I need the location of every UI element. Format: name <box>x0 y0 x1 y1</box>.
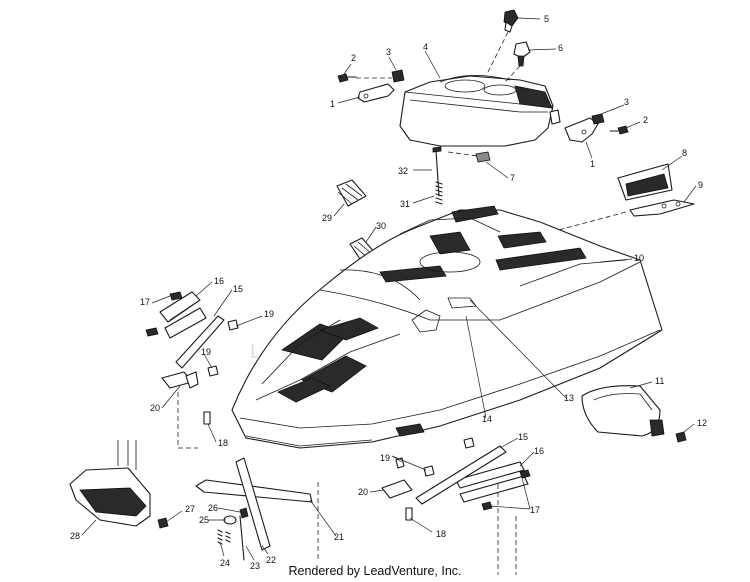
callout-label: 22 <box>266 555 276 565</box>
callout-label: 13 <box>564 393 574 403</box>
callout-label: 16 <box>534 446 544 456</box>
callout-label: 19 <box>201 347 211 357</box>
hood-body <box>231 205 663 449</box>
callout-label: 24 <box>220 558 230 568</box>
callout-label: 27 <box>185 504 195 514</box>
leader-lines <box>81 17 697 561</box>
callout-label: 23 <box>250 561 260 571</box>
bumper-28 <box>69 440 151 527</box>
callout-label: 19 <box>264 309 274 319</box>
callout-label: 19 <box>380 453 390 463</box>
callout-label: 21 <box>334 532 344 542</box>
callout-label: 32 <box>398 166 408 176</box>
strap-15-right <box>415 445 507 505</box>
callout-label: 4 <box>423 42 428 52</box>
callout-label: 15 <box>518 432 528 442</box>
callout-label: 16 <box>214 276 224 286</box>
callout-label: 25 <box>199 515 209 525</box>
spring-parts-24-26 <box>217 507 249 561</box>
callout-label: 5 <box>544 14 549 24</box>
callout-label: 2 <box>351 53 356 63</box>
callout-label: 1 <box>330 99 335 109</box>
bulb-icon <box>503 9 519 33</box>
bulb-socket-icon <box>513 41 531 67</box>
callout-label: 14 <box>482 414 492 424</box>
callout-label: 17 <box>530 505 540 515</box>
hinge-20-left <box>161 371 199 389</box>
clip-7 <box>475 151 491 163</box>
nut-19-left-b <box>207 365 219 377</box>
rail-plate-16-left <box>159 291 207 339</box>
callout-label: 15 <box>233 284 243 294</box>
hinge-20-right <box>381 479 413 499</box>
callout-label: 26 <box>208 503 218 513</box>
nut-19-right-b <box>423 465 435 477</box>
bolt-18-left <box>203 411 211 425</box>
pad-29 <box>336 179 367 207</box>
callout-label: 29 <box>322 213 332 223</box>
callout-label: 6 <box>558 43 563 53</box>
bracket-9 <box>629 199 695 217</box>
callout-label: 3 <box>386 47 391 57</box>
callout-labels: 1 2 3 4 5 6 3 2 1 32 7 8 9 31 29 30 10 1… <box>70 14 707 571</box>
washer-19-right <box>395 457 405 469</box>
bolt-17-right-a <box>519 469 531 479</box>
bolt-17-left-a <box>169 291 183 301</box>
callout-label: 2 <box>643 115 648 125</box>
headlight-bracket-left <box>337 69 405 103</box>
bolt-17-right-b <box>481 501 493 511</box>
callout-label: 18 <box>218 438 228 448</box>
bolt-32 <box>432 146 442 197</box>
callout-label: 30 <box>376 221 386 231</box>
footer-credit: Rendered by LeadVenture, Inc. <box>288 564 462 578</box>
spring-31 <box>435 181 443 205</box>
headlight-bracket-right <box>549 109 629 143</box>
mirror-8 <box>617 163 673 201</box>
headlight-housing <box>399 75 554 147</box>
bolt-17-left-b <box>145 327 159 337</box>
pad-11 <box>581 385 665 437</box>
callout-label: 8 <box>682 148 687 158</box>
callout-label: 28 <box>70 531 80 541</box>
strap-15-left <box>175 315 225 369</box>
callout-label: 1 <box>590 159 595 169</box>
screw-12 <box>675 431 687 443</box>
callout-label: 17 <box>140 297 150 307</box>
callout-label: 10 <box>634 253 644 263</box>
callout-label: 20 <box>150 403 160 413</box>
nut-19-left-a <box>227 319 239 331</box>
callout-label: 7 <box>510 173 515 183</box>
rail-plate-16-right <box>455 461 529 503</box>
callout-label: 12 <box>697 418 707 428</box>
callout-label: 11 <box>655 376 664 386</box>
callout-label: 18 <box>436 529 446 539</box>
bolt-18-right <box>405 507 413 521</box>
callout-label: 20 <box>358 487 368 497</box>
callout-label: 3 <box>624 97 629 107</box>
bolt-27 <box>157 517 169 529</box>
callout-label: 31 <box>400 199 410 209</box>
callout-label: 9 <box>698 180 703 190</box>
nut-19-right-a <box>463 437 475 449</box>
brace-21 <box>195 457 313 551</box>
